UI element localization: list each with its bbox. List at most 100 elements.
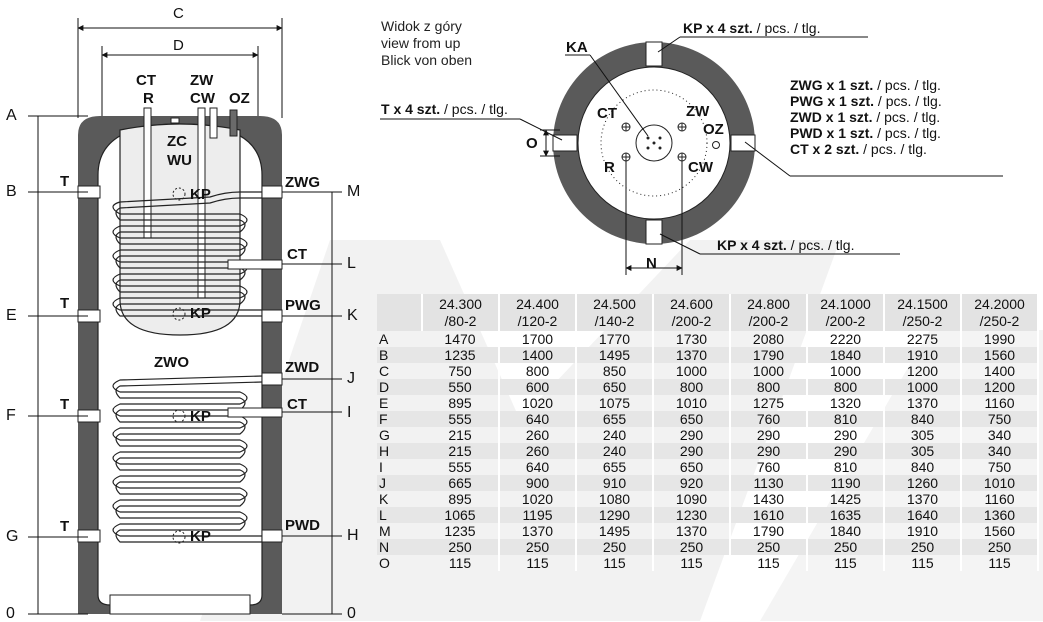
label-zw-top: ZW [190, 72, 214, 89]
table-cell: 1000 [653, 363, 731, 379]
table-cell: 920 [653, 475, 731, 491]
header-corner [377, 294, 423, 331]
table-cell: 895 [422, 491, 500, 507]
t-note-rest: / pcs. / tlg. [440, 101, 508, 117]
table-cell: 1010 [653, 395, 731, 411]
model-header-line: /200-2 [748, 312, 789, 329]
label-kp-2: KP [190, 305, 211, 322]
kp-top-note: KP x 4 szt. / pcs. / tlg. [683, 20, 820, 36]
table-cell: 1560 [961, 523, 1039, 539]
left-dimension-lines [28, 115, 88, 615]
table-cell: 1840 [807, 523, 885, 539]
left-letter-g: G [6, 528, 19, 545]
table-cell: 1495 [576, 523, 654, 539]
table-cell: 900 [499, 475, 577, 491]
kp-bottom-rest: / pcs. / tlg. [786, 237, 855, 253]
table-cell: 115 [576, 555, 654, 571]
table-cell: 115 [730, 555, 808, 571]
right-letter-l: L [347, 255, 356, 272]
table-cell: 555 [422, 411, 500, 427]
table-cell: 750 [422, 363, 500, 379]
table-cell: 750 [961, 459, 1039, 475]
dimension-d-label: D [173, 37, 184, 54]
table-cell: 1370 [653, 523, 731, 539]
table-cell: 1235 [422, 347, 500, 363]
conn-pwg-rest: / pcs. / tlg. [874, 93, 942, 109]
table-cell: 1230 [653, 507, 731, 523]
table-cell: 215 [422, 443, 500, 459]
port-stubs [261, 185, 283, 543]
conn-ct-bold: CT x 2 szt. [790, 141, 860, 157]
row-key: H [377, 443, 422, 459]
right-letter-zero: 0 [347, 605, 356, 622]
table-cell: 1235 [422, 523, 500, 539]
table-cell: 665 [422, 475, 500, 491]
port-zwg: ZWG [285, 174, 320, 191]
table-cell: 810 [807, 411, 885, 427]
table-cell: 1425 [807, 491, 885, 507]
kp-top-rest: / pcs. / tlg. [752, 20, 821, 36]
right-letter-k: K [347, 307, 358, 324]
row-key: D [377, 379, 422, 395]
conn-zwd-rest: / pcs. / tlg. [872, 109, 941, 125]
table-cell: 1195 [499, 507, 577, 523]
table-cell: 1910 [884, 523, 962, 539]
table-cell: 1470 [422, 331, 500, 347]
model-header-line: /120-2 [517, 312, 558, 329]
table-cell: 290 [730, 427, 808, 443]
table-cell: 1000 [884, 379, 962, 395]
table-cell: 115 [807, 555, 885, 571]
view-note-pl: Widok z góry [381, 18, 462, 34]
table-cell: 640 [499, 459, 577, 475]
dimension-c [77, 18, 283, 118]
row-key: F [377, 411, 422, 427]
table-cell: 250 [884, 539, 962, 555]
table-cell: 1700 [499, 331, 577, 347]
kp-top-bold: KP x 4 szt. [683, 20, 753, 36]
model-header-line: 24.300 [439, 295, 482, 312]
table-cell: 250 [961, 539, 1039, 555]
table-cell: 650 [653, 459, 731, 475]
table-cell: 840 [884, 411, 962, 427]
view-note-en: view from up [381, 35, 461, 51]
table-cell: 1495 [576, 347, 654, 363]
label-o: O [526, 135, 538, 152]
row-key: I [379, 459, 383, 475]
right-letter-i: I [347, 404, 352, 421]
table-cell: 290 [807, 443, 885, 459]
table-cell: 1080 [576, 491, 654, 507]
table-cell: 840 [884, 459, 962, 475]
model-header-line: /200-2 [825, 312, 866, 329]
model-header-line: 24.400 [516, 295, 559, 312]
model-header: 24.400/120-2 [499, 294, 577, 331]
row-key: G [379, 427, 390, 443]
table-cell: 240 [576, 427, 654, 443]
left-letter-a: A [6, 107, 17, 124]
table-cell: 1370 [653, 347, 731, 363]
model-header: 24.600/200-2 [653, 294, 731, 331]
label-ka: KA [566, 39, 588, 56]
port-ct-lower: CT [287, 396, 307, 413]
kp-bottom-note: KP x 4 szt. / pcs. / tlg. [717, 237, 854, 253]
table-cell: 1130 [730, 475, 808, 491]
table-cell: 1290 [576, 507, 654, 523]
table-cell: 1020 [499, 491, 577, 507]
table-cell: 1320 [807, 395, 885, 411]
row-key: C [379, 363, 390, 379]
table-cell: 115 [653, 555, 731, 571]
table-cell: 260 [499, 443, 577, 459]
left-letter-b: B [6, 183, 17, 200]
topview-zw: ZW [686, 103, 710, 120]
kp-markers [172, 187, 186, 544]
model-header-line: 24.500 [593, 295, 636, 312]
row-key: L [377, 507, 422, 523]
label-wu: WU [167, 152, 192, 169]
label-t-1: T [60, 173, 70, 190]
table-cell: 1610 [730, 507, 808, 523]
